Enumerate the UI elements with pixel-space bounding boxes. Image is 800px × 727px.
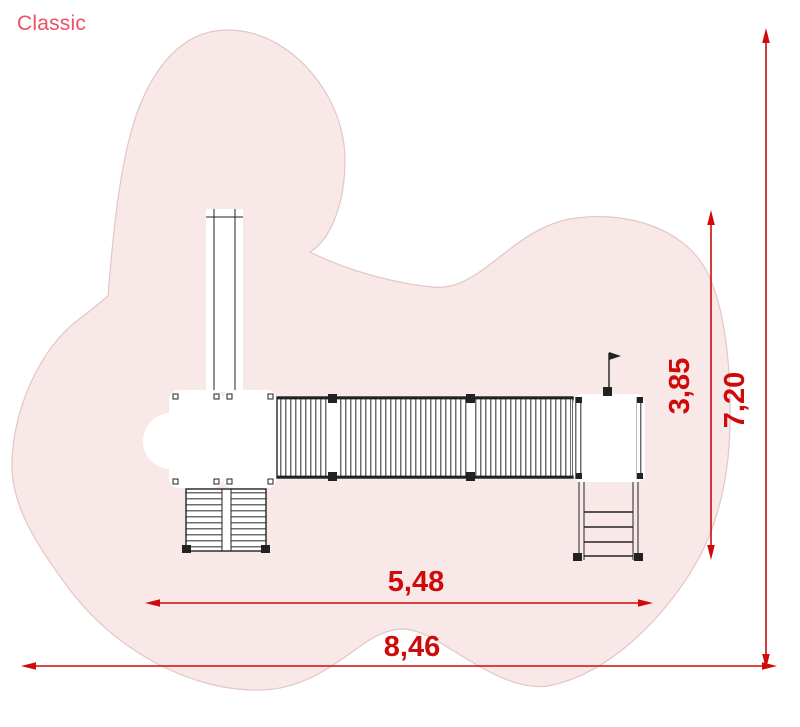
- arrow-up-icon: [762, 28, 770, 43]
- arrow-right-icon: [762, 662, 777, 670]
- arrow-down-icon: [707, 545, 715, 560]
- corner-mark: [172, 393, 179, 400]
- product-name-label: Classic: [17, 12, 87, 35]
- dimension-label: 7,20: [719, 372, 751, 428]
- corner-mark: [637, 473, 643, 479]
- dimension-label: 8,46: [384, 631, 440, 663]
- safety-zone-outline: [11, 29, 731, 691]
- arrow-down-icon: [762, 654, 770, 669]
- flag-post-base: [603, 387, 612, 396]
- entry-stairs: [182, 488, 270, 553]
- bridge-slats: [279, 399, 571, 476]
- bridge-walkway: [276, 394, 574, 481]
- bridge-post: [328, 394, 337, 403]
- bridge-post: [466, 472, 475, 481]
- corner-mark: [172, 478, 179, 485]
- corner-mark: [226, 478, 233, 485]
- arrow-up-icon: [707, 210, 715, 225]
- stair-foot: [182, 545, 191, 553]
- access-ladder: [573, 482, 643, 561]
- corner-mark: [576, 473, 582, 479]
- stair-foot: [261, 545, 270, 553]
- corner-mark: [576, 397, 582, 403]
- tower-panel-left: [169, 390, 223, 488]
- dimension-overall-width: 8,46: [21, 631, 777, 670]
- half-round-platform: [143, 413, 171, 469]
- bridge-post: [328, 472, 337, 481]
- bridge-post: [466, 394, 475, 403]
- playground-structure: [143, 209, 645, 561]
- flag: [609, 352, 621, 360]
- dimension-label: 5,48: [388, 566, 444, 598]
- end-platform: [573, 352, 645, 482]
- dimension-section-height: 3,85: [664, 210, 715, 560]
- ladder-foot: [573, 553, 582, 561]
- corner-mark: [213, 393, 220, 400]
- arrow-left-icon: [145, 599, 160, 607]
- corner-mark: [637, 397, 643, 403]
- dimension-section-width: 5,48: [145, 566, 653, 607]
- slide-body: [206, 209, 243, 392]
- dimension-label: 3,85: [664, 358, 696, 414]
- corner-mark: [267, 393, 274, 400]
- corner-mark: [267, 478, 274, 485]
- tower-panel-right: [223, 390, 277, 488]
- arrow-left-icon: [21, 662, 36, 670]
- corner-mark: [213, 478, 220, 485]
- slide: [206, 209, 243, 392]
- corner-mark: [226, 393, 233, 400]
- ladder-foot: [634, 553, 643, 561]
- dimension-overall-height: 7,20: [719, 28, 770, 669]
- arrow-right-icon: [638, 599, 653, 607]
